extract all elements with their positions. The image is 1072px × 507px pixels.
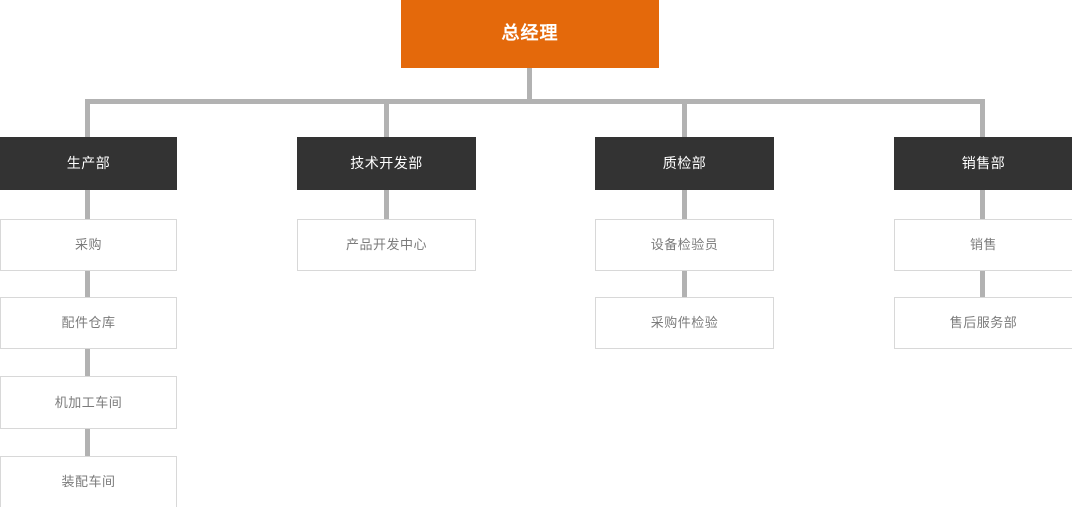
node-label: 销售 [969,237,997,253]
connector-bus-drop-2 [384,99,389,137]
connector-quality-1 [682,190,687,220]
node-sub-sales-after-sales-service[interactable]: 售后服务部 [894,297,1072,349]
node-department-production[interactable]: 生产部 [0,137,177,190]
node-sub-production-assembly-workshop[interactable]: 装配车间 [0,456,177,507]
node-label: 采购 [74,237,102,253]
connector-root-stem [527,68,532,102]
node-label: 生产部 [66,155,111,172]
node-label: 总经理 [501,23,559,44]
connector-production-1 [85,190,90,220]
node-label: 质检部 [662,155,707,172]
connector-bus-drop-1 [85,99,90,137]
connector-production-2 [85,271,90,298]
node-sub-quality-equipment-inspector[interactable]: 设备检验员 [595,219,774,271]
connector-bus-drop-3 [682,99,687,137]
node-label: 设备检验员 [650,237,719,253]
connector-technology-1 [384,190,389,220]
node-department-quality-inspection[interactable]: 质检部 [595,137,774,190]
node-sub-quality-purchased-parts-inspection[interactable]: 采购件检验 [595,297,774,349]
node-department-sales[interactable]: 销售部 [894,137,1072,190]
node-label: 装配车间 [61,474,116,490]
node-sub-production-purchasing[interactable]: 采购 [0,219,177,271]
node-label: 采购件检验 [650,315,719,331]
connector-production-4 [85,429,90,457]
node-sub-production-machining-workshop[interactable]: 机加工车间 [0,376,177,429]
connector-bus-drop-4 [980,99,985,137]
node-sub-sales-sales[interactable]: 销售 [894,219,1072,271]
node-label: 机加工车间 [54,394,123,410]
node-root-general-manager[interactable]: 总经理 [401,0,659,68]
node-sub-production-parts-warehouse[interactable]: 配件仓库 [0,297,177,349]
node-label: 产品开发中心 [345,237,427,253]
connector-sales-1 [980,190,985,220]
connector-bus [85,99,985,104]
node-label: 销售部 [961,155,1006,172]
node-label: 售后服务部 [949,315,1018,331]
node-sub-technology-product-development-center[interactable]: 产品开发中心 [297,219,476,271]
node-department-technology[interactable]: 技术开发部 [297,137,476,190]
node-label: 技术开发部 [350,155,423,172]
connector-quality-2 [682,271,687,298]
connector-sales-2 [980,271,985,298]
node-label: 配件仓库 [61,315,116,331]
connector-production-3 [85,349,90,377]
